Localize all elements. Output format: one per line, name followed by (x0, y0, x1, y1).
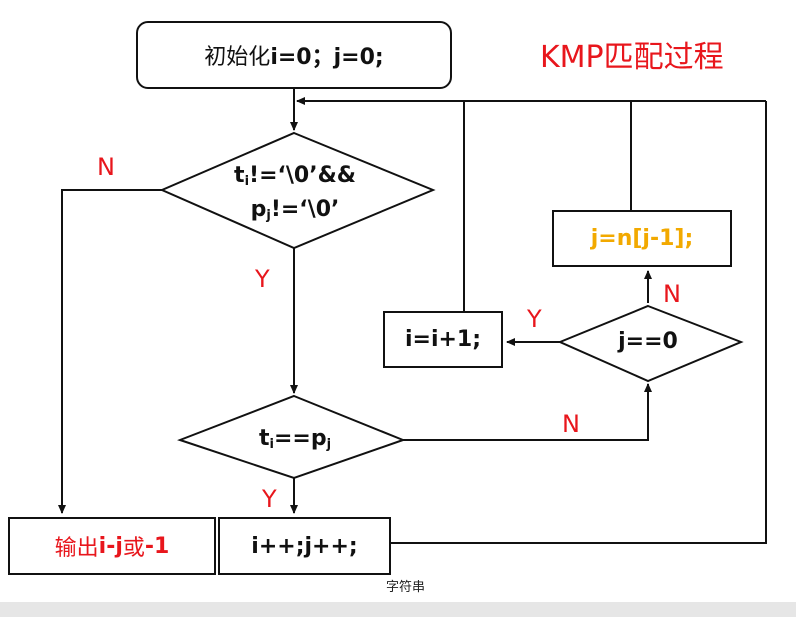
match-yes-label: Y (262, 485, 277, 513)
slide-title: KMP匹配过程 (540, 40, 724, 75)
connector-match-no (403, 383, 652, 441)
footer-text: 字符串 (386, 580, 426, 595)
jzero-no-label: N (663, 280, 681, 308)
loop-condition-diamond (159, 131, 436, 250)
connector-incr-both-back (391, 101, 767, 544)
j-zero-condition-diamond (557, 304, 744, 383)
loop-condition-label: ti!=‘\0’&& pj!=‘\0’ (234, 163, 356, 223)
match-no-label: N (562, 410, 580, 438)
init-label-zh: 初始化 (204, 45, 271, 70)
match-condition-label: ti==pj (258, 426, 332, 452)
match-condition-diamond (177, 394, 406, 480)
bottom-bar (0, 602, 796, 617)
init-label-code: i=0；j=0; (270, 45, 384, 70)
connector-loop-no (58, 189, 162, 514)
increment-i-box: i=i+1; (383, 311, 503, 368)
jzero-yes-label: Y (527, 305, 542, 333)
increment-both-box: i++;j++; (218, 517, 391, 575)
loop-yes-label: Y (255, 265, 270, 293)
loop-no-label: N (97, 153, 115, 181)
j-zero-condition-label: j==0 (618, 329, 678, 354)
assign-j-box: j=n[j-1]; (552, 210, 732, 267)
